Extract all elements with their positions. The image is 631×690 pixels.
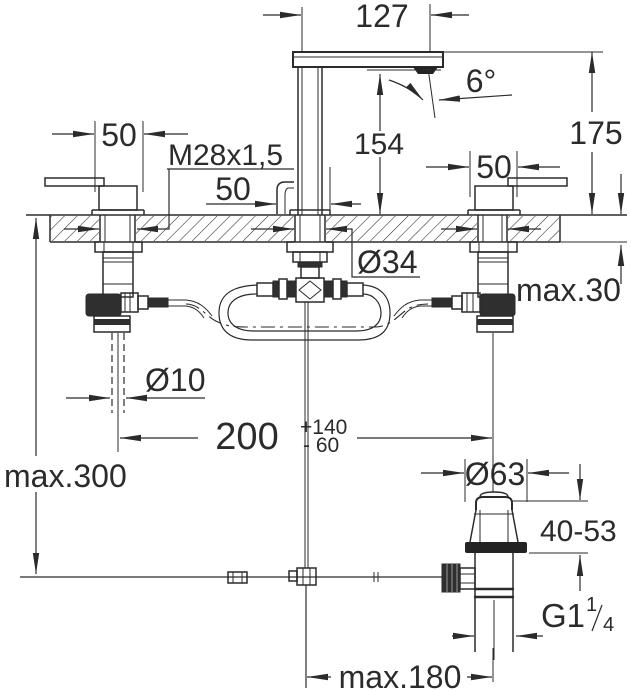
label-basin-thickness: 40-53 [540, 515, 617, 548]
left-valve-body [85, 241, 186, 452]
label-horizontal-rod: max.180 [339, 659, 462, 690]
dim-spout-reach: 127 [355, 0, 408, 34]
dim-height-total: 175 [569, 115, 622, 151]
center-valve-tee [256, 241, 364, 303]
right-handle [467, 177, 568, 215]
dim-hole-pitch: 200 [215, 416, 278, 458]
dim-hole-pitch-minus: - 60 [303, 434, 339, 457]
label-rod-dia: Ø10 [145, 362, 205, 398]
hose-loop [185, 284, 429, 341]
dim-hole-pitch-plus: +140 [300, 416, 347, 439]
label-deck-thickness: max.30 [516, 272, 621, 308]
drain-valve [441, 455, 527, 660]
label-waste-thread: G1 [541, 597, 585, 634]
label-thread-size: M28x1,5 [168, 139, 283, 172]
pop-up-rod-linkage [20, 302, 443, 688]
label-waste-flange-dia: Ø63 [465, 456, 525, 492]
dim-spray-angle: 6° [466, 63, 497, 99]
dim-right-handle-width: 50 [476, 149, 512, 185]
dim-spout-height: 154 [354, 128, 404, 161]
dim-center-clearance: 50 [215, 171, 251, 207]
waste-flange [465, 542, 527, 553]
label-center-hole-dia: Ø34 [357, 244, 417, 280]
label-rod-length: max.300 [4, 458, 127, 494]
label-waste-thread-den: 4 [603, 614, 614, 636]
dimension-annotations: 127 6° 175 154 50 50 M28x1,5 [4, 0, 625, 690]
left-handle [44, 177, 145, 215]
pop-up-knob [276, 181, 294, 214]
dim-left-handle-width: 50 [101, 117, 137, 153]
right-valve-body [420, 241, 518, 458]
spout [276, 51, 444, 215]
label-waste-thread-num: 1 [586, 594, 597, 616]
